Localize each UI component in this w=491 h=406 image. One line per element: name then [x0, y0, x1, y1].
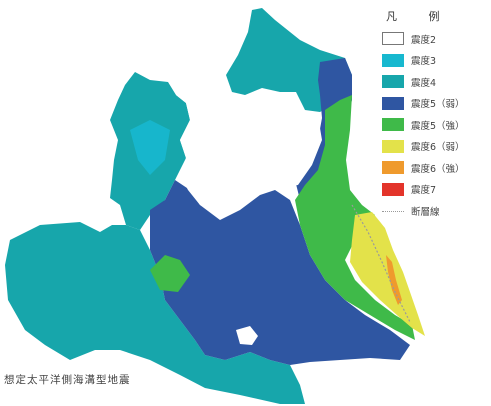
legend-item: 震度6（弱）: [382, 136, 486, 158]
region-west-coast: [5, 222, 305, 404]
legend-item: 断層線: [382, 200, 486, 222]
region-central-lowland: [150, 180, 410, 365]
legend-item: 震度4: [382, 71, 486, 93]
legend-swatch: [382, 161, 404, 175]
legend-item: 震度3: [382, 50, 486, 72]
legend-label: 震度6（強）: [411, 163, 465, 175]
region-intensity-3: [130, 120, 170, 175]
legend-label: 震度5（弱）: [411, 99, 465, 111]
legend-swatch: [382, 182, 404, 196]
legend-swatch: [382, 96, 404, 110]
region-intensity-5-strong-west: [150, 255, 190, 292]
legend-swatch: [382, 210, 404, 212]
legend-swatch: [382, 139, 404, 153]
legend-swatch: [382, 118, 404, 132]
legend-swatch: [382, 32, 404, 46]
legend-item: 震度2: [382, 28, 486, 50]
legend-label: 震度2: [411, 34, 437, 46]
fault-line: [351, 204, 411, 323]
legend-item: 震度6（強）: [382, 157, 486, 179]
lake-towada: [236, 326, 258, 345]
legend-label: 震度5（強）: [411, 120, 465, 132]
mutsu-bay: [176, 95, 322, 215]
legend-title: 凡 例: [386, 10, 454, 23]
legend-label: 断層線: [411, 206, 440, 218]
legend-item: 震度7: [382, 179, 486, 201]
legend-swatch: [382, 53, 404, 67]
legend-item: 震度5（弱）: [382, 93, 486, 115]
legend-item: 震度5（強）: [382, 114, 486, 136]
map-caption: 想定太平洋側海溝型地震: [4, 374, 131, 386]
legend-label: 震度6（弱）: [411, 142, 465, 154]
legend-swatch: [382, 75, 404, 89]
map-legend: 凡 例 震度2 震度3 震度4 震度5（弱） 震度5（強） 震度6（弱） 震度6（強） 震度7…: [382, 6, 486, 222]
legend-label: 震度4: [411, 77, 437, 89]
legend-label: 震度7: [411, 185, 437, 197]
region-intensity-6-strong: [386, 255, 402, 305]
legend-label: 震度3: [411, 56, 437, 68]
